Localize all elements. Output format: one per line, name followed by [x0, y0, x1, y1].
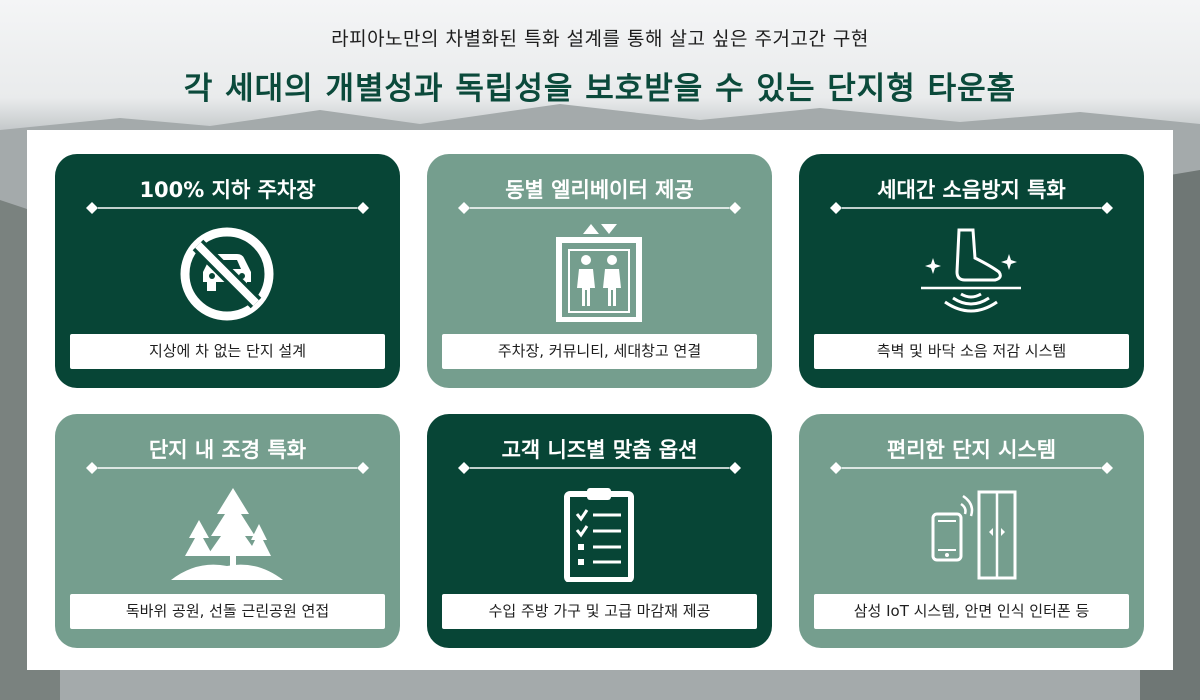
feature-panel: 100% 지하 주차장 지상에 차 없는 단지 설계 동별 엘리베이터 제공 — [27, 130, 1173, 670]
card-title: 100% 지하 주차장 — [139, 178, 316, 202]
feature-card-custom-options: 고객 니즈별 맞춤 옵션 수입 주방 가구 및 고급 마감재 제공 — [427, 414, 772, 648]
card-title: 동별 엘리베이터 제공 — [505, 178, 694, 202]
no-car-icon — [180, 227, 274, 321]
feature-card-smart-system: 편리한 단지 시스템 삼성 IoT 시스템, 안면 인식 인터폰 등 — [799, 414, 1144, 648]
divider-line — [830, 202, 1113, 214]
card-title: 단지 내 조경 특화 — [148, 438, 307, 462]
elevator-icon — [556, 224, 642, 322]
checklist-clipboard-icon — [564, 488, 634, 582]
card-caption: 측벽 및 바닥 소음 저감 시스템 — [814, 334, 1129, 369]
feature-card-noise-prevention: 세대간 소음방지 특화 측벽 및 바닥 소음 저감 시스템 — [799, 154, 1144, 388]
footstep-sound-icon — [921, 228, 1021, 313]
feature-card-landscaping: 단지 내 조경 특화 독바위 공원, 선돌 근린공원 연접 — [55, 414, 400, 648]
card-title: 편리한 단지 시스템 — [886, 438, 1057, 462]
card-title: 고객 니즈별 맞춤 옵션 — [501, 438, 698, 462]
card-title: 세대간 소음방지 특화 — [877, 178, 1066, 202]
divider-line — [86, 462, 369, 474]
header: 라피아노만의 차별화된 특화 설계를 통해 살고 싶은 주거고간 구현 각 세대… — [0, 24, 1200, 108]
card-caption: 수입 주방 가구 및 고급 마감재 제공 — [442, 594, 757, 629]
divider-line — [830, 462, 1113, 474]
card-caption: 독바위 공원, 선돌 근린공원 연접 — [70, 594, 385, 629]
card-caption: 지상에 차 없는 단지 설계 — [70, 334, 385, 369]
divider-line — [86, 202, 369, 214]
card-caption: 삼성 IoT 시스템, 안면 인식 인터폰 등 — [814, 594, 1129, 629]
card-caption: 주차장, 커뮤니티, 세대창고 연결 — [442, 334, 757, 369]
feature-card-underground-parking: 100% 지하 주차장 지상에 차 없는 단지 설계 — [55, 154, 400, 388]
page-subtitle: 라피아노만의 차별화된 특화 설계를 통해 살고 싶은 주거고간 구현 — [331, 28, 869, 50]
smart-door-phone-icon — [931, 490, 1017, 580]
divider-line — [458, 462, 741, 474]
feature-card-elevator: 동별 엘리베이터 제공 주차장, 커뮤니티, 세대창고 연결 — [427, 154, 772, 388]
trees-icon — [171, 488, 283, 580]
divider-line — [458, 202, 741, 214]
page-title: 각 세대의 개별성과 독립성을 보호받을 수 있는 단지형 타운홈 — [183, 71, 1017, 107]
